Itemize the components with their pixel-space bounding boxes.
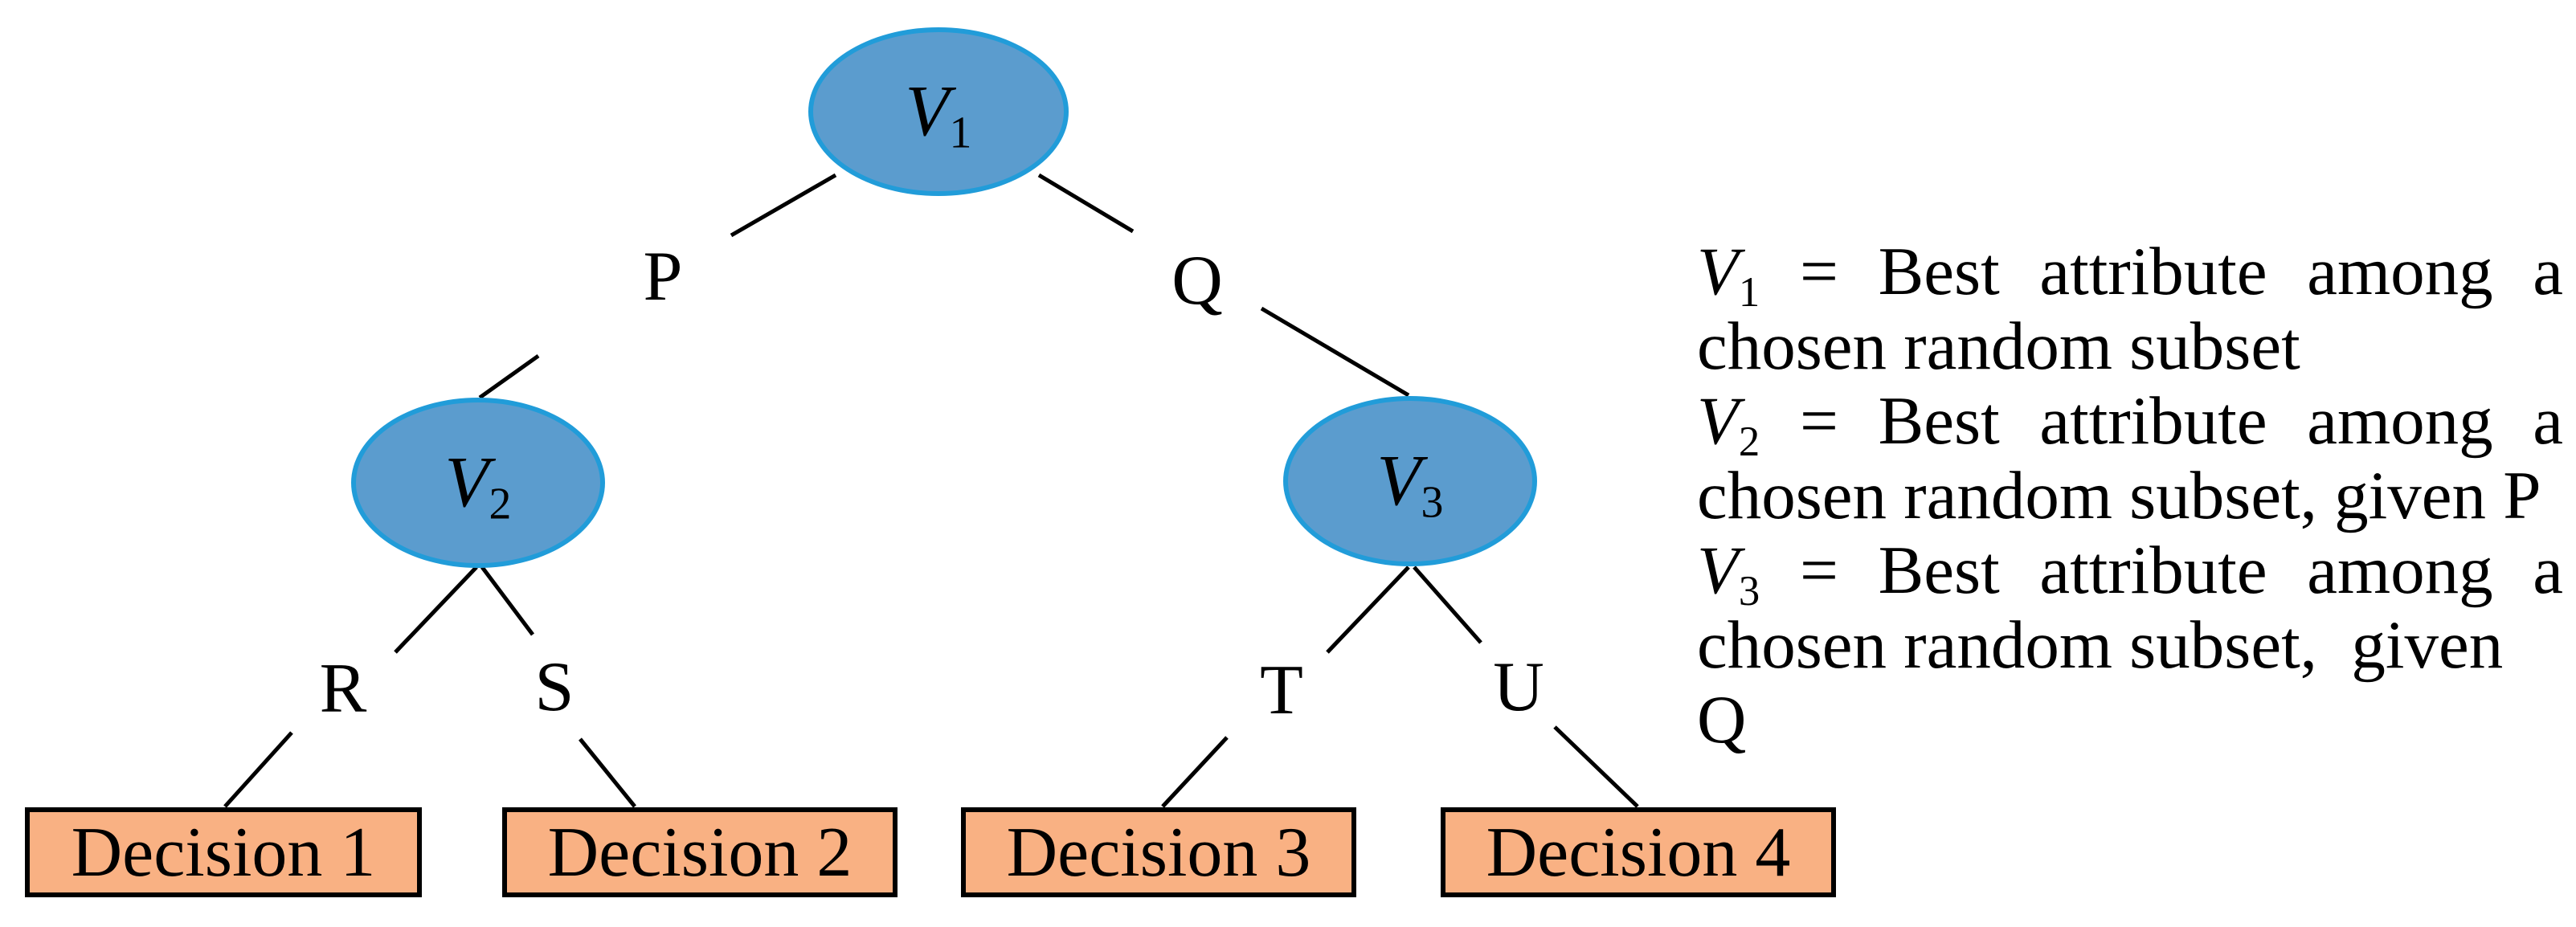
legend-line-v3-cont: chosen random subset, given Q	[1697, 607, 2521, 758]
edge-v3-u	[1413, 566, 1482, 644]
edge-r-d1	[223, 731, 293, 808]
tree-node-v3: V3	[1283, 396, 1537, 566]
legend-line-v2: V2 = Best attribute among a	[1697, 383, 2564, 465]
legend-v2-term: V2	[1697, 383, 1760, 465]
edge-v2-s	[480, 566, 534, 636]
decision-1-label: Decision 1	[71, 813, 376, 892]
node-v3-label: V3	[1377, 445, 1444, 525]
edge-v1-q	[1037, 173, 1135, 234]
decision-4-label: Decision 4	[1486, 813, 1791, 892]
node-v2-label: V2	[445, 447, 512, 527]
tree-node-v2: V2	[351, 398, 605, 568]
edge-v1-p	[730, 173, 837, 238]
equals-sign: =	[1799, 533, 1838, 608]
edge-v3-t	[1326, 566, 1410, 654]
decision-3-label: Decision 3	[1006, 813, 1311, 892]
node-v1-var: V	[905, 71, 950, 151]
edge-label-q: Q	[1171, 242, 1223, 320]
tree-node-v1: V1	[808, 27, 1069, 196]
edge-label-u: U	[1493, 648, 1544, 726]
legend-line-v1: V1 = Best attribute among a	[1697, 234, 2564, 316]
legend-line-v1-cont: chosen random subset	[1697, 308, 2300, 384]
edge-t-d3	[1161, 736, 1229, 808]
legend-v1-term: V1	[1697, 234, 1760, 316]
legend-line-v3: V3 = Best attribute among a	[1697, 533, 2564, 615]
edge-u-d4	[1553, 725, 1639, 808]
node-v3-var: V	[1376, 441, 1421, 521]
edge-q-v3	[1260, 306, 1410, 398]
legend-line-v2-cont: chosen random subset, given P	[1697, 458, 2541, 533]
edge-label-r: R	[319, 650, 367, 728]
equals-sign: =	[1799, 234, 1838, 309]
decision-box-2: Decision 2	[502, 807, 898, 897]
equals-sign: =	[1799, 383, 1838, 459]
edge-label-p: P	[643, 238, 683, 316]
node-v1-subscript: 1	[949, 108, 972, 158]
node-v2-var: V	[444, 443, 489, 522]
edge-label-t: T	[1260, 651, 1303, 729]
legend-text-block: V1 = Best attribute among a chosen rando…	[1697, 235, 2563, 758]
decision-box-4: Decision 4	[1441, 807, 1836, 897]
edge-s-d2	[579, 737, 636, 808]
edge-p-v2	[478, 353, 540, 400]
legend-v3-term: V3	[1697, 533, 1760, 615]
node-v2-subscript: 2	[489, 479, 512, 529]
node-v1-label: V1	[906, 76, 972, 156]
decision-box-3: Decision 3	[961, 807, 1356, 897]
edge-label-s: S	[534, 648, 574, 726]
node-v3-subscript: 3	[1421, 477, 1444, 528]
edge-v2-r	[394, 566, 478, 654]
decision-box-1: Decision 1	[25, 807, 422, 897]
legend-v1-definition: Best attribute among a	[1878, 234, 2564, 309]
decision-2-label: Decision 2	[547, 813, 853, 892]
legend-v3-definition: Best attribute among a	[1878, 533, 2564, 608]
legend-v2-definition: Best attribute among a	[1878, 383, 2564, 459]
